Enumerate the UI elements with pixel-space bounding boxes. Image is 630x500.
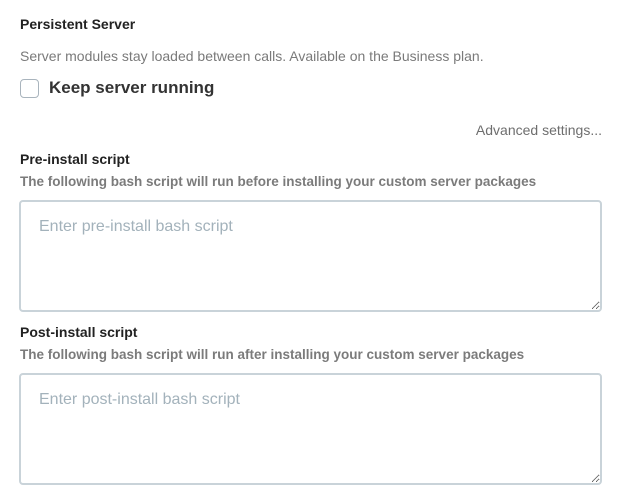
pre-install-script-description: The following bash script will run befor…	[20, 174, 537, 189]
keep-server-running-label: Keep server running	[49, 78, 215, 97]
keep-server-running-toggle[interactable]: Keep server running	[20, 78, 214, 98]
advanced-settings-link[interactable]: Advanced settings...	[475, 122, 602, 138]
persistent-server-title: Persistent Server	[20, 16, 136, 32]
keep-server-running-checkbox[interactable]	[20, 78, 39, 98]
post-install-script-title: Post-install script	[20, 324, 138, 340]
post-install-script-input[interactable]	[19, 373, 602, 485]
persistent-server-description: Server modules stay loaded between calls…	[20, 48, 484, 64]
pre-install-script-title: Pre-install script	[20, 151, 130, 167]
post-install-script-description: The following bash script will run after…	[20, 347, 525, 362]
pre-install-script-input[interactable]	[19, 200, 602, 312]
